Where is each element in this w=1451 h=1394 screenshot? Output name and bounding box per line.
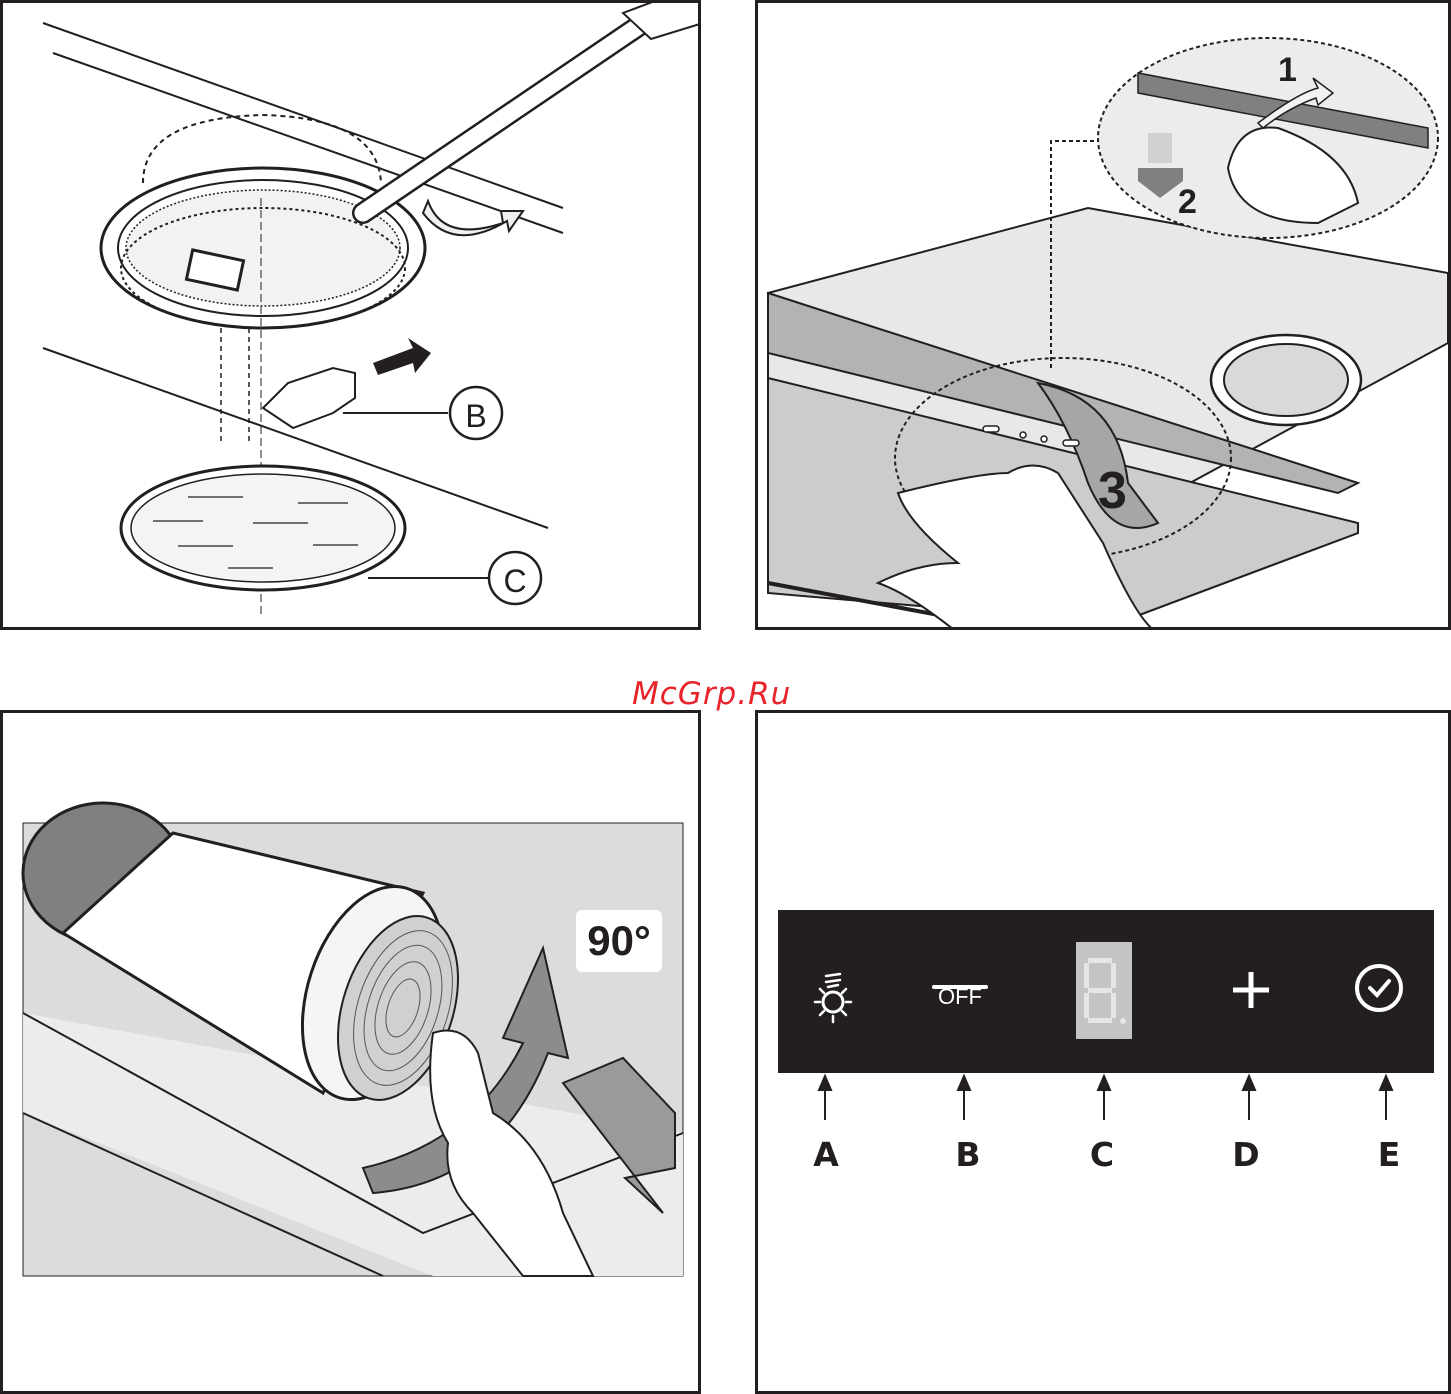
step-2-label: 2 — [1178, 183, 1197, 221]
off-button[interactable]: OFF — [920, 950, 1000, 1030]
label-d: D — [1216, 1135, 1276, 1174]
digit-display: 8. — [1076, 942, 1132, 1039]
step-1-label: 1 — [1278, 51, 1297, 89]
label-c: C — [1072, 1135, 1132, 1174]
lamp-replacement-panel: B C — [0, 0, 701, 630]
lamp-rotation-illustration — [3, 713, 701, 1394]
timer-icon — [1339, 950, 1419, 1030]
rotation-angle-label: 90° — [576, 910, 662, 972]
light-button[interactable] — [793, 950, 873, 1030]
timer-button[interactable] — [1339, 950, 1419, 1030]
control-panel-diagram: OFF 8. — [755, 710, 1451, 1394]
plus-button[interactable] — [1211, 950, 1291, 1030]
control-bar: OFF 8. — [778, 910, 1434, 1073]
step-3-label: 3 — [1098, 462, 1127, 520]
label-b: B — [938, 1135, 998, 1174]
callout-b-label: B — [465, 398, 486, 434]
label-a: A — [796, 1135, 856, 1174]
plus-icon — [1211, 950, 1291, 1030]
filter-removal-illustration: 1 2 3 — [758, 3, 1451, 630]
watermark: McGrp.Ru — [632, 676, 791, 712]
lamp-replacement-illustration: B C — [3, 3, 701, 630]
light-icon — [793, 950, 873, 1030]
filter-removal-panel: 1 2 3 — [755, 0, 1451, 630]
off-label: OFF — [928, 984, 992, 1010]
lamp-rotation-panel: 90° — [0, 710, 701, 1394]
callout-c-label: C — [503, 563, 526, 599]
label-e: E — [1359, 1135, 1419, 1174]
seven-segment-icon — [1076, 942, 1132, 1039]
